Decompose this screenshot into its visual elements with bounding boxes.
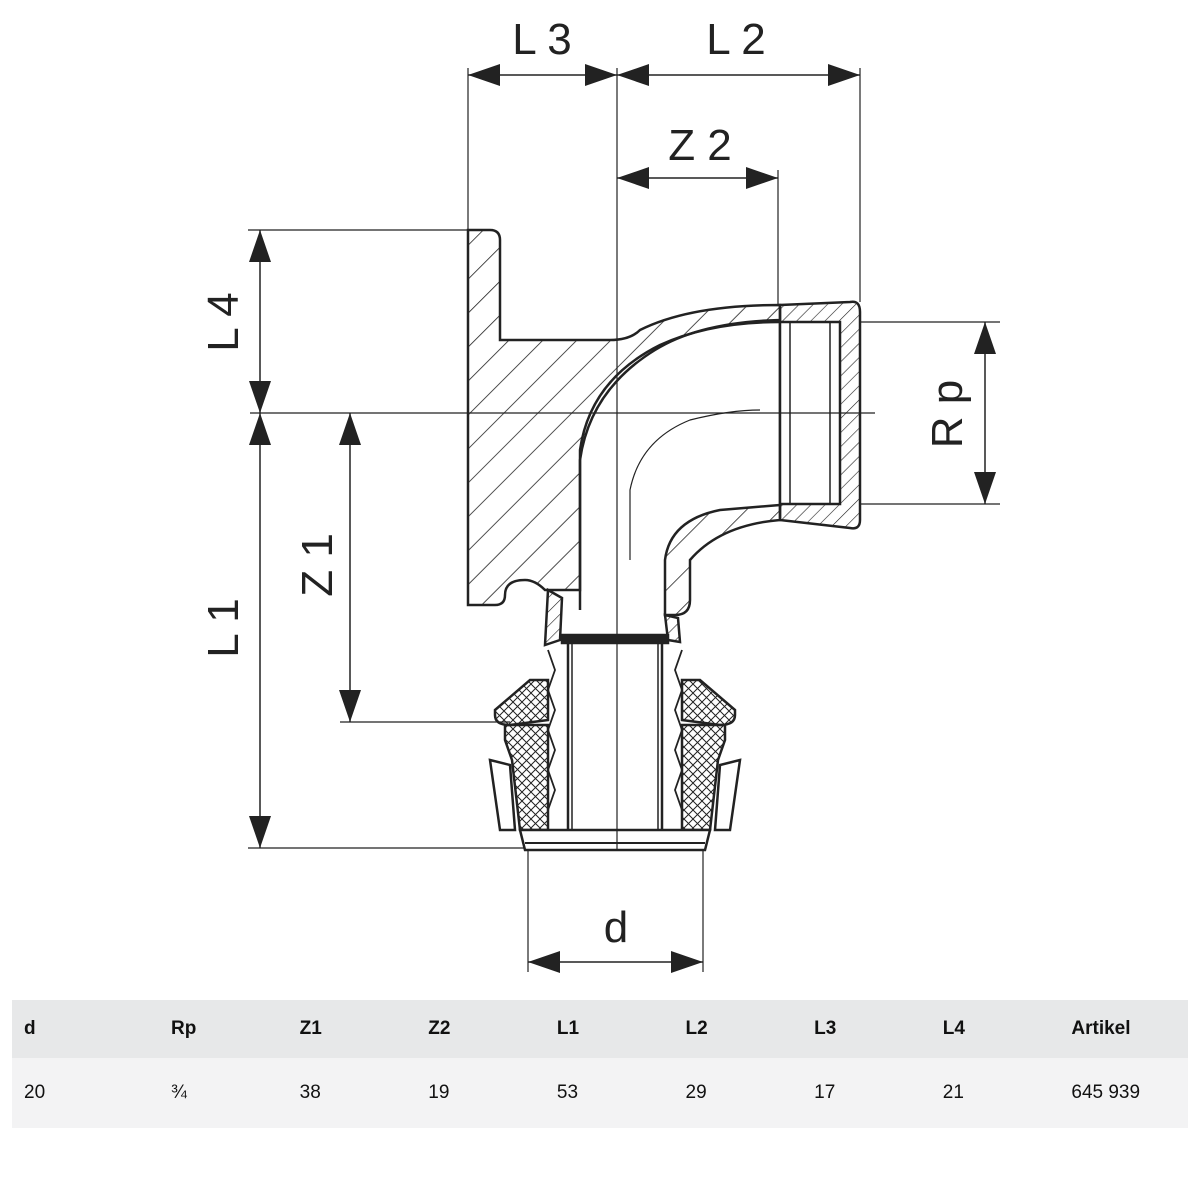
table-header-cell: L3	[802, 1000, 931, 1058]
table-header-cell: Rp	[159, 1000, 288, 1058]
label-Z2: Z 2	[668, 121, 732, 170]
label-L2: L 2	[706, 15, 766, 64]
table-cell: 53	[544, 1058, 674, 1128]
table-header-cell: Z2	[416, 1000, 545, 1058]
fitting-body	[466, 228, 782, 617]
label-Rp: R p	[923, 380, 972, 448]
label-L1: L 1	[199, 598, 248, 658]
table-cell: ¾	[159, 1058, 288, 1128]
table-header-cell: d	[12, 1000, 159, 1058]
table-header-row: d Rp Z1 Z2 L1 L2 L3 L4 Artikel	[12, 1000, 1188, 1058]
label-L4: L 4	[199, 292, 248, 352]
table-cell: 17	[802, 1058, 931, 1128]
press-connector	[488, 587, 742, 852]
label-L3: L 3	[512, 15, 572, 64]
table-cell: 29	[673, 1058, 803, 1128]
technical-drawing: L 3 L 2 Z 2 L 4 Z 1 L 1 R p d	[199, 15, 1000, 973]
table-cell: 21	[930, 1058, 1060, 1128]
dimension-table: d Rp Z1 Z2 L1 L2 L3 L4 Artikel 20 ¾ 38 1…	[12, 1000, 1188, 1128]
table-cell: 38	[287, 1058, 417, 1128]
threaded-socket	[778, 300, 862, 530]
label-Z1: Z 1	[293, 533, 342, 597]
label-d: d	[604, 903, 628, 952]
dimension-lines	[249, 64, 996, 973]
table-header-cell: L1	[544, 1000, 674, 1058]
extension-lines	[248, 68, 1000, 972]
table-cell: 19	[416, 1058, 545, 1128]
table-header-cell: Z1	[287, 1000, 417, 1058]
table-row: 20 ¾ 38 19 53 29 17 21 645 939	[12, 1058, 1188, 1128]
table-header-cell: L4	[930, 1000, 1060, 1058]
table-cell: 20	[12, 1058, 159, 1128]
inner-bore	[578, 320, 781, 610]
table-cell: 645 939	[1059, 1058, 1188, 1128]
table-header-cell: L2	[673, 1000, 803, 1058]
center-lines	[250, 68, 875, 850]
table-header-cell: Artikel	[1059, 1000, 1188, 1058]
